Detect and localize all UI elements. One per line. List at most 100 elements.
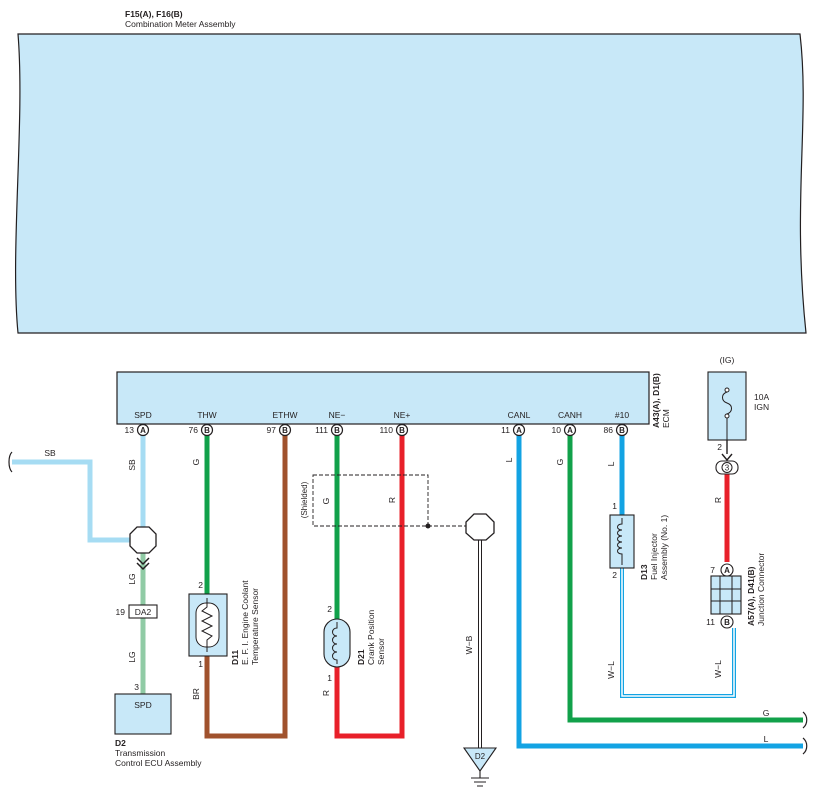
- junction-pin-a-num: 7: [710, 565, 715, 575]
- pin-name-thw: THW: [197, 410, 216, 420]
- ign-connector-pin: 3: [725, 464, 730, 473]
- wire-label-sb: SB: [127, 459, 137, 471]
- shield-junction-dot: [425, 523, 431, 529]
- transmission-pin: 3: [134, 682, 139, 692]
- pin-num-10: 86: [604, 425, 614, 435]
- junction-connector: [710, 575, 742, 615]
- wire-label-sb-horiz: SB: [44, 448, 56, 458]
- wire-canl: [516, 434, 803, 749]
- ecm-box: [116, 371, 650, 425]
- ground-triangle: [462, 747, 498, 772]
- wire-end-cap: [8, 451, 13, 473]
- transmission-ecu-box: [114, 693, 172, 735]
- meter-code: F15(A), F16(B): [125, 9, 183, 19]
- wire-label-ne-g: G: [321, 498, 331, 505]
- wire-label-wl-left: W−L: [606, 661, 616, 679]
- da2-label: DA2: [135, 607, 152, 617]
- injector-pin-bottom: 2: [612, 570, 617, 580]
- pin-num-ethw: 97: [267, 425, 277, 435]
- junction-name: Junction Connector: [756, 553, 766, 626]
- fuse-amp: 10A: [754, 392, 769, 402]
- splice-point-sb: [129, 526, 157, 554]
- wire-sb: [12, 459, 132, 543]
- meter-name: Combination Meter Assembly: [125, 19, 236, 29]
- ground-icon: [471, 771, 489, 787]
- pin-name-ne-minus: NE−: [329, 410, 346, 420]
- wire-label-canh-right: G: [763, 708, 770, 718]
- wire-label-lg-lower: LG: [127, 651, 137, 662]
- pin-num-thw: 76: [189, 425, 199, 435]
- pin-conn-canl: A: [516, 426, 522, 435]
- injector-name-2: Assembly (No. 1): [659, 515, 669, 580]
- wire-label-thw-g: G: [191, 459, 201, 466]
- pin-name-ethw: ETHW: [272, 410, 297, 420]
- ground-label: D2: [475, 752, 486, 761]
- ecm-pins: [136, 423, 629, 437]
- pin-num-spd: 13: [125, 425, 135, 435]
- wire-label-injector-l: L: [606, 461, 616, 466]
- pin-num-ne-plus: 110: [379, 425, 393, 435]
- pin-conn-ne-minus: B: [334, 426, 340, 435]
- wire-label-canh-g: G: [555, 459, 565, 466]
- crank-pin-bottom: 1: [327, 673, 332, 683]
- wire-end-cap-right: [802, 711, 808, 755]
- crank-code: D21: [356, 649, 366, 665]
- pin-name-canh: CANH: [558, 410, 582, 420]
- ect-code: D11: [230, 650, 240, 665]
- shield-box: [312, 474, 429, 527]
- pin-name-canl: CANL: [508, 410, 531, 420]
- wire-label-ne-r: R: [387, 497, 397, 503]
- pin-name-spd: SPD: [134, 410, 151, 420]
- wire-label-wb: W−B: [464, 635, 474, 654]
- ect-name-2: Temperature Sensor: [250, 588, 260, 665]
- crank-pin-top: 2: [327, 604, 332, 614]
- ground-splice-point: [465, 513, 495, 541]
- wire-label-canl-l: L: [504, 457, 514, 462]
- junction-pin-a: A: [724, 566, 730, 575]
- da2-pin: 19: [116, 607, 126, 617]
- fuse-ig-label: (IG): [720, 355, 735, 365]
- shielded-label: (Shielded): [300, 481, 309, 518]
- wire-label-lg-upper: LG: [127, 573, 137, 584]
- junction-code: A57(A), D41(B): [746, 566, 756, 626]
- thermistor-icon: [200, 598, 214, 652]
- wire-label-ign-r: R: [713, 497, 723, 503]
- injector-coil-icon: [617, 518, 623, 565]
- ecm-code: A43(A), D1(B): [651, 373, 661, 428]
- pin-conn-canh: A: [567, 426, 573, 435]
- transmission-name-2: Control ECU Assembly: [115, 758, 202, 768]
- pin-num-canl: 11: [501, 425, 510, 435]
- pin-num-ne-minus: 111: [315, 425, 328, 435]
- crank-name-2: Sensor: [376, 638, 386, 665]
- wire-label-br: BR: [191, 688, 201, 700]
- wire-label-wl-right: W−L: [713, 660, 723, 678]
- fuse-icon: [722, 391, 732, 440]
- crank-name-1: Crank Position: [366, 609, 376, 665]
- junction-pin-b: B: [724, 618, 730, 627]
- fuse-name: IGN: [754, 402, 769, 412]
- wire-canh: [567, 434, 803, 723]
- injector-name-1: Fuel Injector: [649, 533, 659, 580]
- injector-code: D13: [639, 564, 649, 580]
- wire-br: [204, 434, 288, 739]
- pin-conn-10: B: [619, 426, 625, 435]
- transmission-name-1: Transmission: [115, 748, 165, 758]
- pin-num-canh: 10: [552, 425, 562, 435]
- ect-pin-bottom: 1: [198, 659, 203, 669]
- junction-pin-b-num: 11: [706, 617, 715, 627]
- wire-label-canl-right: L: [764, 734, 769, 744]
- wire-label-ne-r-lower: R: [321, 690, 331, 696]
- chevron-down-icon: [136, 557, 150, 571]
- injector-pin-top: 1: [612, 501, 617, 511]
- pin-name-ne-plus: NE+: [394, 410, 411, 420]
- transmission-code: D2: [115, 738, 126, 748]
- pin-conn-ethw: B: [282, 426, 288, 435]
- pin-conn-ne-plus: B: [399, 426, 405, 435]
- down-arrow-icon: [721, 453, 733, 462]
- pin-conn-thw: B: [204, 426, 210, 435]
- wire-ne-plus: [334, 434, 405, 739]
- pin-name-10: #10: [615, 410, 629, 420]
- transmission-box-label: SPD: [134, 700, 151, 710]
- crank-sensor-box: [323, 618, 351, 668]
